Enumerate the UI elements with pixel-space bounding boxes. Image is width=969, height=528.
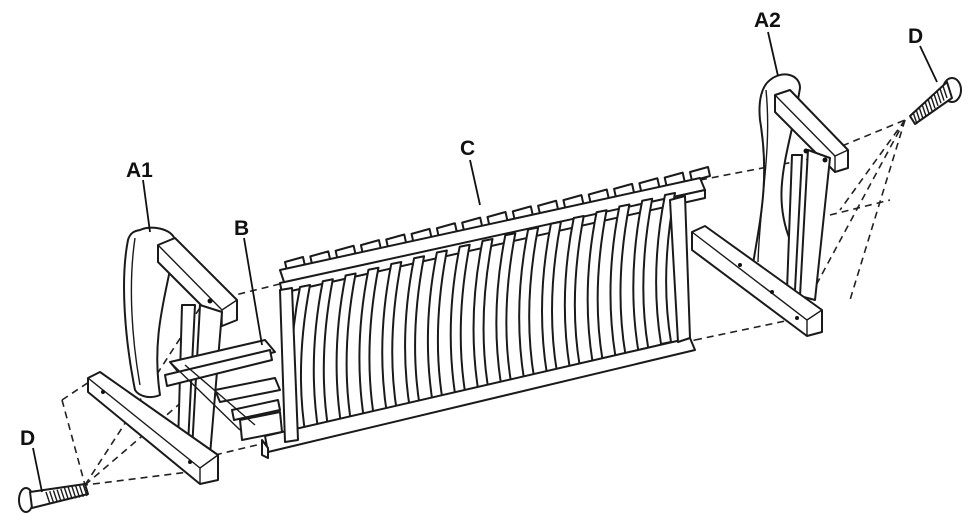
bolt-thread <box>930 96 936 109</box>
bolt-thread <box>921 103 927 117</box>
bolt-thread <box>56 489 62 502</box>
bolt-thread <box>67 486 73 500</box>
back-slat <box>404 255 426 411</box>
bolt-thread <box>45 491 51 505</box>
back-slat <box>632 197 654 351</box>
back-slat <box>541 220 562 375</box>
seat-frame-b <box>164 339 283 441</box>
back-slat <box>563 215 585 369</box>
back-slat <box>495 232 517 387</box>
back-slat <box>358 266 380 423</box>
bolt-thread <box>942 85 948 99</box>
side-frame-a2 <box>691 73 849 337</box>
back-assembly-c <box>261 166 711 459</box>
back-slat <box>426 249 448 405</box>
bolt-thread <box>915 109 921 122</box>
bolt-thread <box>933 93 939 107</box>
label-c: C <box>460 137 476 160</box>
bolt-thread <box>939 88 945 101</box>
slat-top <box>689 166 711 182</box>
label-a2: A2 <box>754 9 781 32</box>
back-slat <box>449 243 471 399</box>
leader-lines <box>32 31 938 493</box>
back-slat <box>335 272 357 429</box>
back-slat <box>518 226 540 381</box>
back-slat <box>586 209 608 363</box>
bolt-thread <box>82 483 88 497</box>
bolt-thread <box>49 490 55 504</box>
back-slat <box>472 238 494 393</box>
bolt-thread <box>52 490 59 503</box>
label-d-left: D <box>20 427 36 450</box>
back-slat <box>312 278 334 435</box>
bolt-thread <box>927 98 933 112</box>
bolt-thread <box>78 484 84 498</box>
bolt-thread <box>912 111 918 125</box>
bolt-d-left <box>18 483 89 513</box>
side-frame-a1 <box>87 226 238 485</box>
bolt-thread <box>936 90 942 104</box>
bolt-thread <box>60 488 66 502</box>
bolt-thread <box>74 485 81 498</box>
back-slat <box>609 203 631 357</box>
bolt-thread <box>71 486 77 499</box>
bolt-d-right <box>909 77 962 125</box>
label-d-right: D <box>908 25 924 48</box>
bolt-thread <box>918 106 924 120</box>
back-slat <box>381 261 403 417</box>
label-a1: A1 <box>126 159 153 182</box>
label-b: B <box>234 217 250 240</box>
bolt-thread <box>924 101 930 114</box>
bolt-thread <box>63 487 70 501</box>
